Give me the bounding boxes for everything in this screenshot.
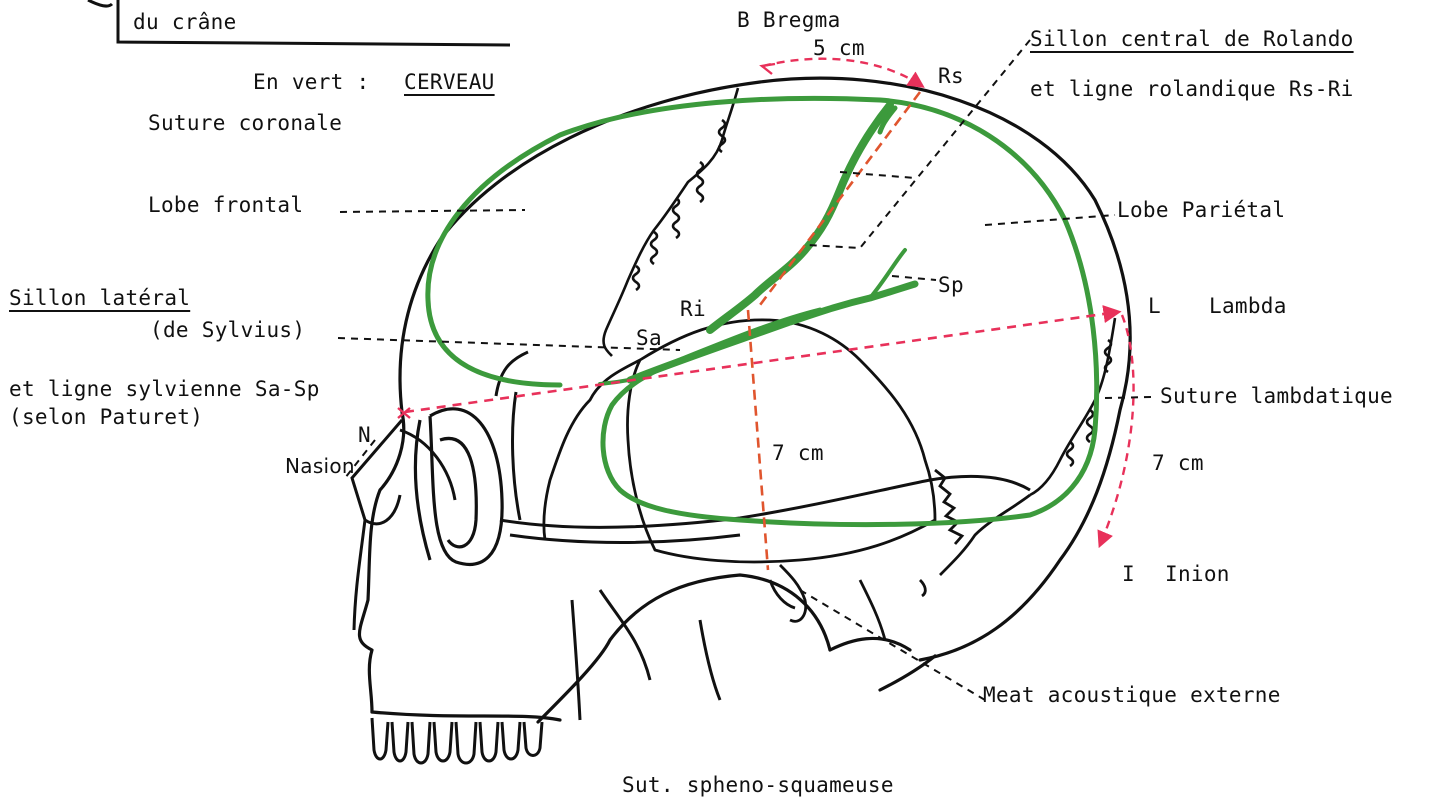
label-suture-lambdatique: Suture lambdatique <box>1160 386 1393 407</box>
label-lobe-parietal: Lobe Pariétal <box>1117 200 1285 221</box>
sylvian-fissure <box>600 250 915 384</box>
occipital-region <box>770 495 1030 640</box>
legend-term: CERVEAU <box>404 72 495 93</box>
label-rs: Rs <box>938 66 964 87</box>
label-five-cm: 5 cm <box>813 38 865 59</box>
label-sp: Sp <box>938 275 964 296</box>
label-n: N <box>358 425 371 446</box>
label-ri: Ri <box>680 299 706 320</box>
leader-lines <box>338 40 1152 700</box>
label-sut-spheno: Sut. spheno-squameuse <box>622 775 894 796</box>
label-sillon-central: Sillon central de Rolando <box>1030 29 1354 50</box>
label-sa: Sa <box>636 328 662 349</box>
label-lambda: Lambda <box>1209 296 1287 317</box>
legend-prefix: En vert : <box>253 72 370 93</box>
label-nasion: Nasion <box>285 456 355 476</box>
label-ligne-rolandique: et ligne rolandique Rs-Ri <box>1030 79 1354 100</box>
skull-outline <box>359 78 1130 722</box>
label-l: L <box>1148 296 1161 317</box>
label-meat: Meat acoustique externe <box>983 685 1281 706</box>
label-seven-cm-right: 7 cm <box>1152 453 1204 474</box>
label-lobe-frontal: Lobe frontal <box>148 195 303 216</box>
coronal-suture <box>604 88 738 356</box>
teeth <box>372 718 542 763</box>
label-seven-cm-center: 7 cm <box>772 443 824 464</box>
label-sillon-lateral: Sillon latéral <box>9 288 190 309</box>
orbit <box>415 409 502 565</box>
lambdoid-suture <box>1030 318 1115 495</box>
label-selon-paturet: (selon Paturet) <box>9 407 203 428</box>
label-i: I <box>1122 564 1135 585</box>
label-suture-coronale: Suture coronale <box>148 113 342 134</box>
label-bregma: B Bregma <box>737 10 841 31</box>
label-de-sylvius: (de Sylvius) <box>150 320 305 341</box>
label-ligne-sylvienne: et ligne sylvienne Sa-Sp <box>9 379 320 400</box>
bregma-rs-arc <box>762 59 922 86</box>
mandible <box>572 590 720 720</box>
skull-label: du crâne <box>133 12 237 33</box>
label-inion: Inion <box>1165 564 1230 585</box>
